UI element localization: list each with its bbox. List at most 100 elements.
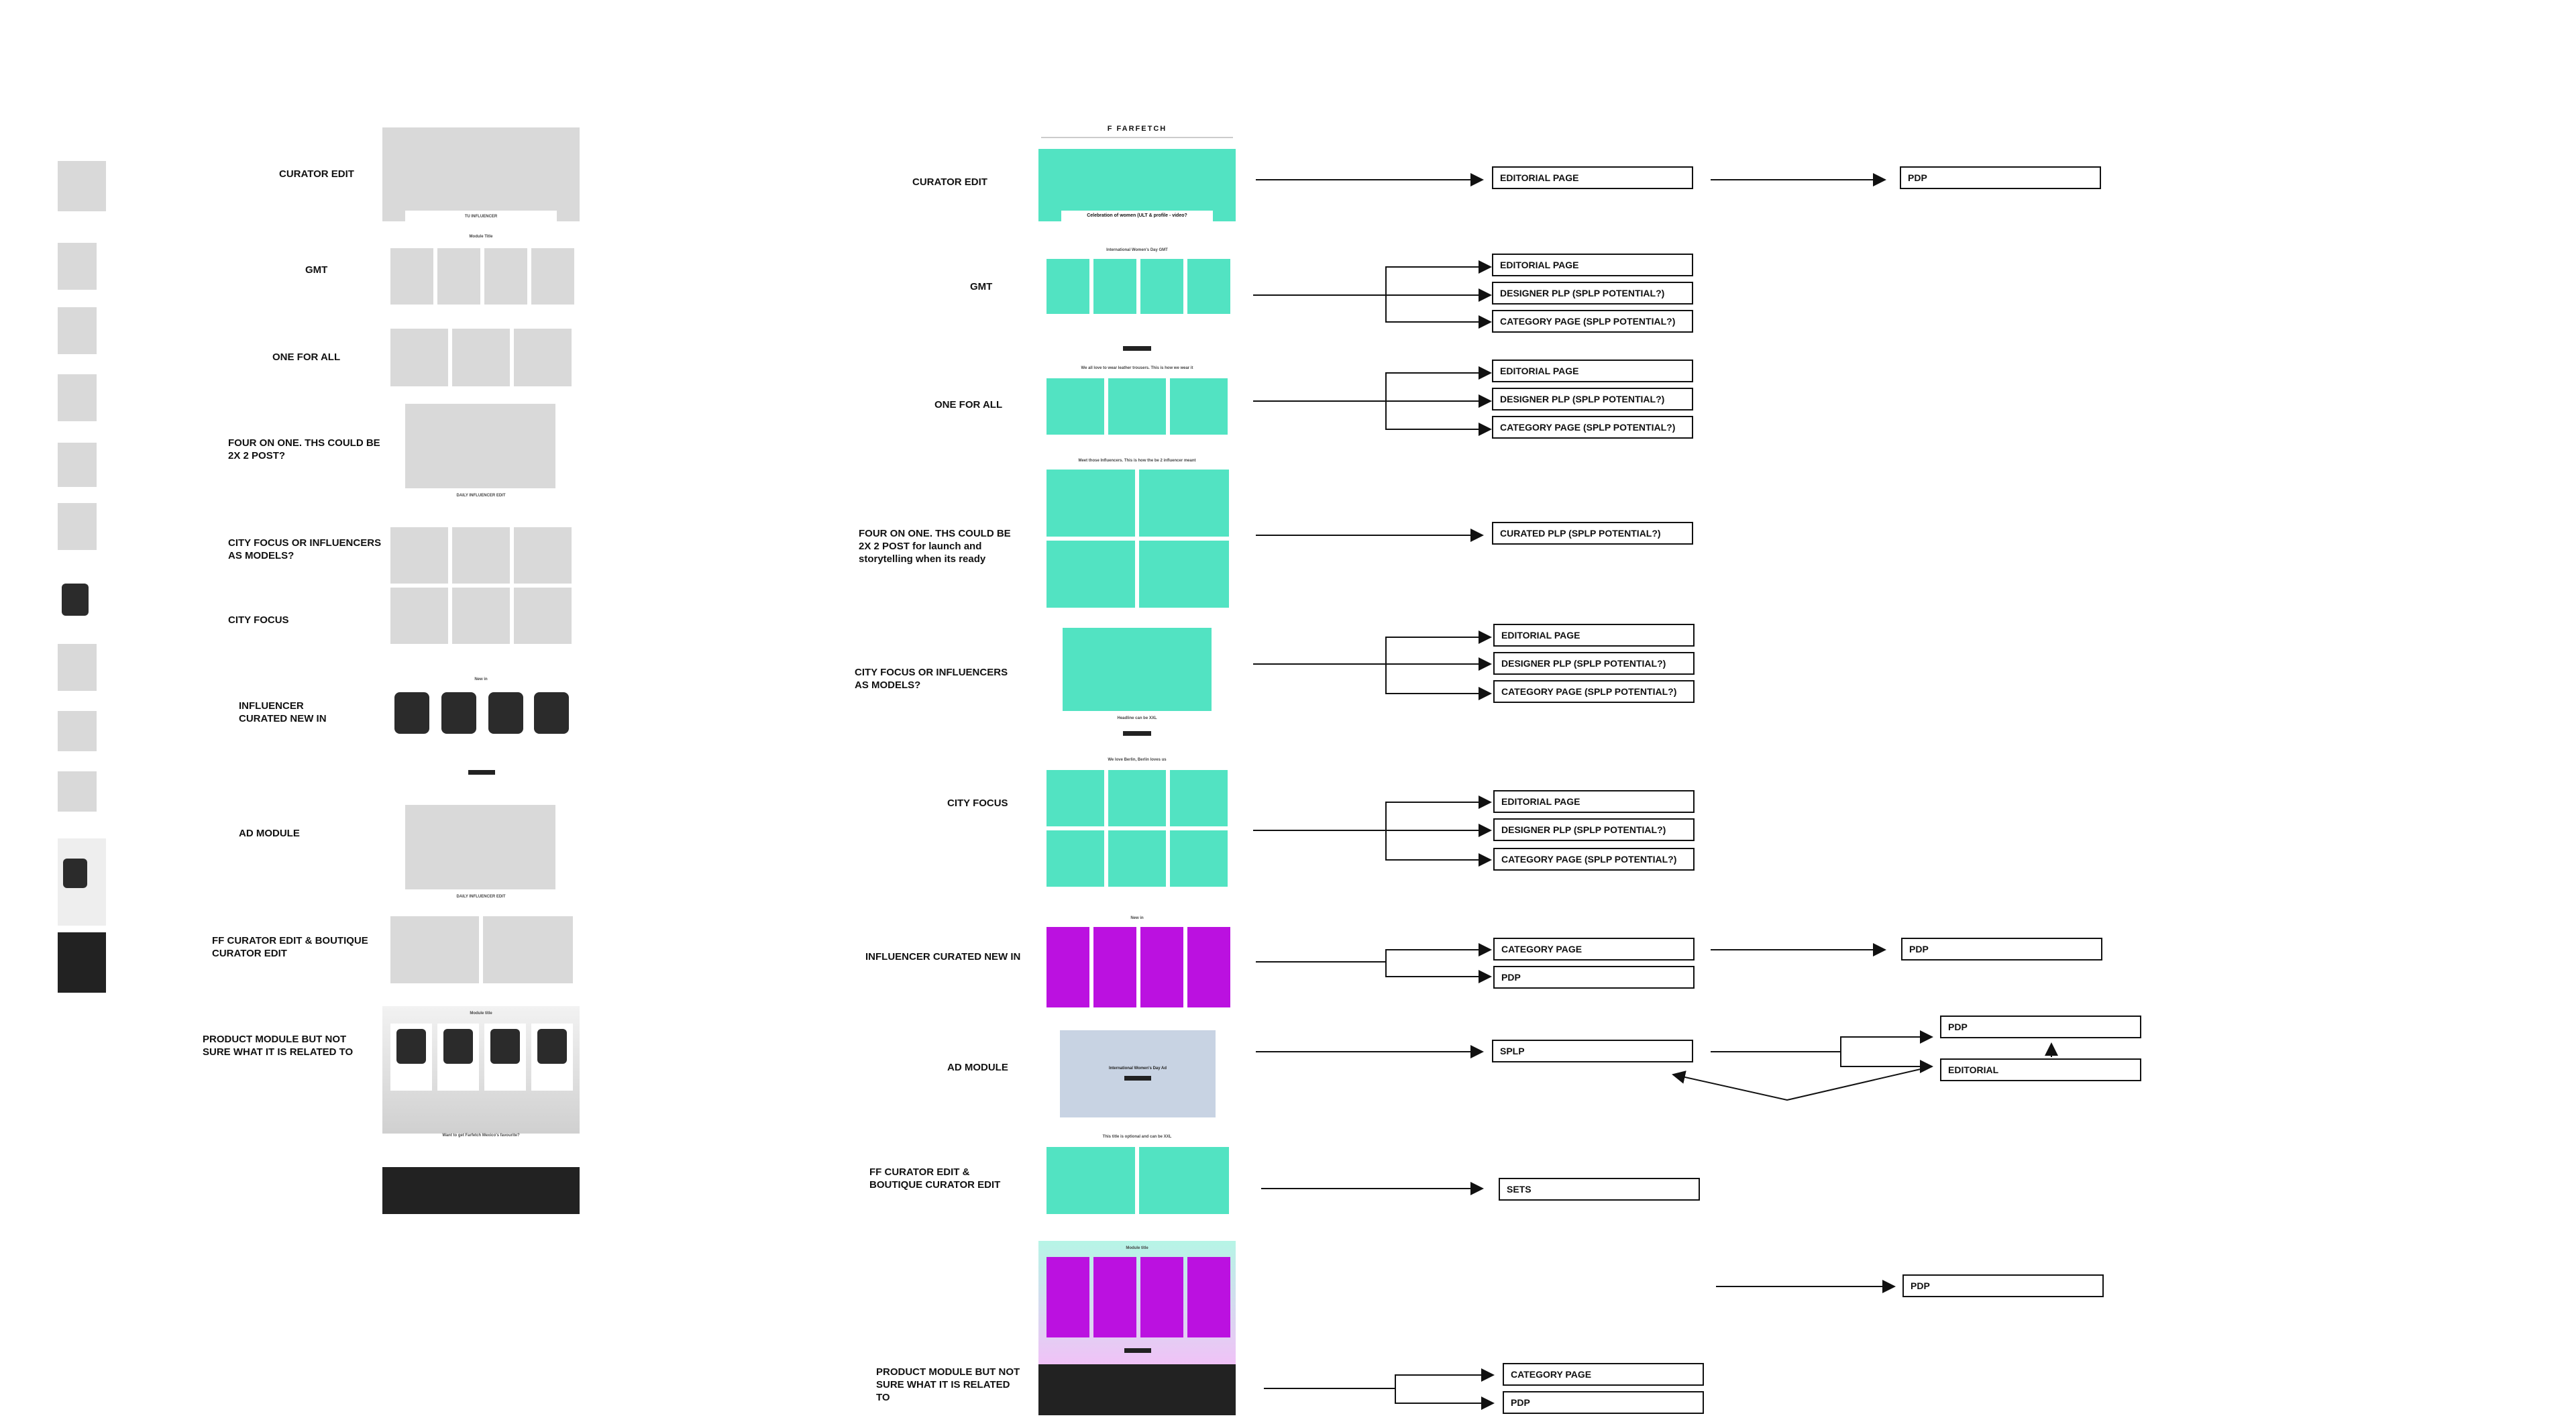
left-label-city-focus: CITY FOCUS bbox=[228, 614, 289, 626]
wf-product-card bbox=[390, 1024, 432, 1091]
wf-footer bbox=[382, 1167, 580, 1214]
box-prod-category: CATEGORY PAGE bbox=[1503, 1363, 1704, 1386]
mockup-product-card bbox=[1140, 1257, 1183, 1337]
right-label-one-for-all: ONE FOR ALL bbox=[934, 399, 1003, 410]
box-curator-pdp: PDP bbox=[1900, 166, 2101, 189]
box-ff-sets: SETS bbox=[1499, 1178, 1700, 1201]
wf-city-card bbox=[514, 527, 572, 584]
box-inf-pdp: PDP bbox=[1493, 966, 1695, 989]
mockup-four-card bbox=[1046, 541, 1135, 608]
mockup-ad-block bbox=[1060, 1030, 1216, 1117]
box-four-curated: CURATED PLP (SPLP POTENTIAL?) bbox=[1492, 522, 1693, 545]
box-city-editorial: EDITORIAL PAGE bbox=[1493, 790, 1695, 813]
wf-tshirt bbox=[534, 692, 569, 734]
mockup-new-in-card bbox=[1140, 927, 1183, 1007]
right-label-ad-module: AD MODULE bbox=[947, 1062, 1008, 1073]
box-city-category: CATEGORY PAGE (SPLP POTENTIAL?) bbox=[1493, 848, 1695, 871]
mockup-product-card bbox=[1093, 1257, 1136, 1337]
mobile-block bbox=[58, 243, 97, 290]
mockup-gmt-card bbox=[1093, 259, 1136, 314]
wf-product-title: Module title bbox=[470, 1011, 492, 1016]
box-city-inf-editorial: EDITORIAL PAGE bbox=[1493, 624, 1695, 647]
mockup-ofa-card bbox=[1170, 378, 1228, 435]
mobile-footer bbox=[58, 932, 106, 993]
box-city-inf-category: CATEGORY PAGE (SPLP POTENTIAL?) bbox=[1493, 680, 1695, 703]
right-label-gmt: GMT bbox=[970, 281, 993, 292]
wf-tshirt bbox=[441, 692, 476, 734]
mobile-block bbox=[58, 771, 97, 812]
right-label-curator-edit: CURATOR EDIT bbox=[912, 176, 987, 188]
wf-city-card bbox=[452, 527, 510, 584]
mockup-gmt-card bbox=[1046, 259, 1089, 314]
wf-gmt-card bbox=[484, 248, 527, 305]
box-prod-pdp: PDP bbox=[1503, 1391, 1704, 1414]
box-city-inf-designer: DESIGNER PLP (SPLP POTENTIAL?) bbox=[1493, 652, 1695, 675]
wf-product-card bbox=[531, 1024, 573, 1091]
mobile-strip bbox=[58, 161, 107, 993]
mobile-tshirt bbox=[63, 859, 87, 888]
mockup-gmt-card bbox=[1140, 259, 1183, 314]
mockup-ad-button bbox=[1124, 1076, 1151, 1081]
wf-gmt-card bbox=[390, 248, 433, 305]
mockup-four-card bbox=[1046, 470, 1135, 537]
mockup-curator-hero bbox=[1038, 149, 1236, 221]
mobile-block bbox=[58, 644, 97, 691]
mobile-block bbox=[58, 503, 97, 550]
mockup-new-in-card bbox=[1187, 927, 1230, 1007]
left-label-ad-module: AD MODULE bbox=[239, 828, 300, 839]
right-label-city-influencers: CITY FOCUS OR INFLUENCERS AS MODELS? bbox=[855, 667, 1008, 691]
wf-city-card bbox=[452, 588, 510, 644]
wf-city-card bbox=[514, 588, 572, 644]
left-label-curator-edit: CURATOR EDIT bbox=[279, 168, 354, 180]
mockup-new-in-card bbox=[1046, 927, 1089, 1007]
wf-ad-block bbox=[405, 805, 555, 889]
mockup-city-card bbox=[1108, 770, 1166, 826]
left-label-gmt: GMT bbox=[305, 264, 328, 276]
mockup-four-title: Meet those Influencers. This is how the … bbox=[1078, 459, 1196, 463]
box-ofa-category: CATEGORY PAGE (SPLP POTENTIAL?) bbox=[1492, 416, 1693, 439]
wf-new-in-title: New in bbox=[474, 677, 488, 681]
wf-gmt-card bbox=[437, 248, 480, 305]
mockup-city-card bbox=[1046, 830, 1104, 887]
mockup-gmt-card bbox=[1187, 259, 1230, 314]
box-ad-pdp: PDP bbox=[1940, 1016, 2141, 1038]
left-label-ff-curator: FF CURATOR EDIT & BOUTIQUE CURATOR EDIT bbox=[212, 935, 368, 959]
left-label-one-for-all: ONE FOR ALL bbox=[272, 351, 341, 363]
mockup-footer bbox=[1038, 1364, 1236, 1415]
mockup-product-card bbox=[1187, 1257, 1230, 1337]
wf-ofa-card bbox=[452, 329, 510, 386]
mockup-city-title: We love Berlin, Berlin loves us bbox=[1108, 758, 1167, 762]
mockup-gmt-title: International Women's Day GMT bbox=[1106, 248, 1168, 252]
mockup-module-title: Module title bbox=[1126, 1246, 1148, 1250]
mockup-four-card bbox=[1139, 541, 1229, 608]
mobile-tshirt bbox=[62, 584, 89, 616]
mobile-block bbox=[58, 307, 97, 354]
mockup-gmt-button bbox=[1123, 346, 1151, 351]
mockup-city-card bbox=[1108, 830, 1166, 887]
right-label-four-on-one: FOUR ON ONE. THS COULD BE 2X 2 POST for … bbox=[859, 528, 1011, 565]
box-curator-editorial: EDITORIAL PAGE bbox=[1492, 166, 1693, 189]
box-inf-pdp2: PDP bbox=[1901, 938, 2102, 961]
box-ofa-editorial: EDITORIAL PAGE bbox=[1492, 360, 1693, 382]
right-label-ff-curator: FF CURATOR EDIT & BOUTIQUE CURATOR EDIT bbox=[869, 1166, 1001, 1191]
mockup-ofa-card bbox=[1108, 378, 1166, 435]
mobile-block bbox=[58, 374, 97, 421]
box-ofa-designer: DESIGNER PLP (SPLP POTENTIAL?) bbox=[1492, 388, 1693, 410]
box-gmt-editorial: EDITORIAL PAGE bbox=[1492, 254, 1693, 276]
left-wireframe: TU INFLUENCER Module Title DAILY INFLUEN… bbox=[382, 127, 581, 1214]
mobile-block bbox=[58, 443, 97, 487]
box-gmt-category: CATEGORY PAGE (SPLP POTENTIAL?) bbox=[1492, 310, 1693, 333]
wf-curator-hero bbox=[382, 127, 580, 221]
left-label-four-on-one: FOUR ON ONE. THS COULD BE 2X 2 POST? bbox=[228, 437, 380, 461]
wf-gmt-card bbox=[531, 248, 574, 305]
right-mockup: F FARFETCH Celebration of women (ULT & p… bbox=[1038, 123, 1237, 1415]
mockup-ofa-card bbox=[1046, 378, 1104, 435]
wf-ad-caption: DAILY INFLUENCER EDIT bbox=[456, 895, 506, 899]
box-gmt-designer: DESIGNER PLP (SPLP POTENTIAL?) bbox=[1492, 282, 1693, 305]
box-ad-editorial: EDITORIAL bbox=[1940, 1058, 2141, 1081]
wf-product-card bbox=[484, 1024, 526, 1091]
wf-curator-caption: TU INFLUENCER bbox=[464, 215, 498, 219]
mockup-four-card bbox=[1139, 470, 1229, 537]
wf-four-block bbox=[405, 404, 555, 488]
